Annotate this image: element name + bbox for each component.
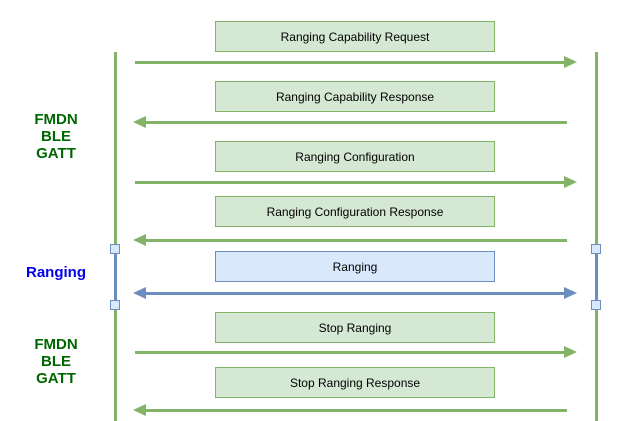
arrow-ranging-capability-request (133, 55, 577, 69)
arrow-line (145, 120, 567, 124)
right-lifeline (595, 52, 598, 421)
right-ranging-segment (595, 244, 598, 310)
arrow-stop-ranging-response (133, 403, 577, 417)
arrowhead-left-icon (133, 286, 146, 299)
arrow-ranging-configuration (133, 175, 577, 189)
message-box-ranging-configuration-response: Ranging Configuration Response (215, 196, 495, 227)
ranging-end-marker-right (591, 300, 601, 310)
arrowhead-right-icon (564, 286, 577, 299)
arrow-line (145, 408, 567, 412)
arrow-line (145, 238, 567, 242)
lane-label-fmdn-ble-gatt-bottom: FMDN BLE GATT (34, 336, 78, 387)
arrow-line (135, 350, 565, 354)
message-box-ranging-capability-response: Ranging Capability Response (215, 81, 495, 112)
message-box-ranging: Ranging (215, 251, 495, 282)
message-box-stop-ranging: Stop Ranging (215, 312, 495, 343)
message-box-stop-ranging-response: Stop Ranging Response (215, 367, 495, 398)
arrowhead-left-icon (133, 115, 146, 128)
arrowhead-right-icon (564, 175, 577, 188)
left-lifeline (114, 52, 117, 421)
ranging-end-marker-left (110, 300, 120, 310)
arrow-stop-ranging (133, 345, 577, 359)
arrow-line (135, 180, 565, 184)
left-ranging-segment (114, 244, 117, 310)
arrow-ranging-bidirectional (133, 286, 577, 300)
arrowhead-right-icon (564, 55, 577, 68)
lane-label-ranging: Ranging (26, 264, 86, 281)
lane-label-fmdn-ble-gatt-top: FMDN BLE GATT (34, 111, 78, 162)
arrowhead-right-icon (564, 345, 577, 358)
arrow-line (145, 291, 565, 295)
arrowhead-left-icon (133, 403, 146, 416)
message-box-ranging-configuration: Ranging Configuration (215, 141, 495, 172)
arrowhead-left-icon (133, 233, 146, 246)
message-box-ranging-capability-request: Ranging Capability Request (215, 21, 495, 52)
ranging-start-marker-right (591, 244, 601, 254)
arrow-ranging-capability-response (133, 115, 577, 129)
arrow-ranging-configuration-response (133, 233, 577, 247)
arrow-line (135, 60, 565, 64)
ranging-start-marker-left (110, 244, 120, 254)
